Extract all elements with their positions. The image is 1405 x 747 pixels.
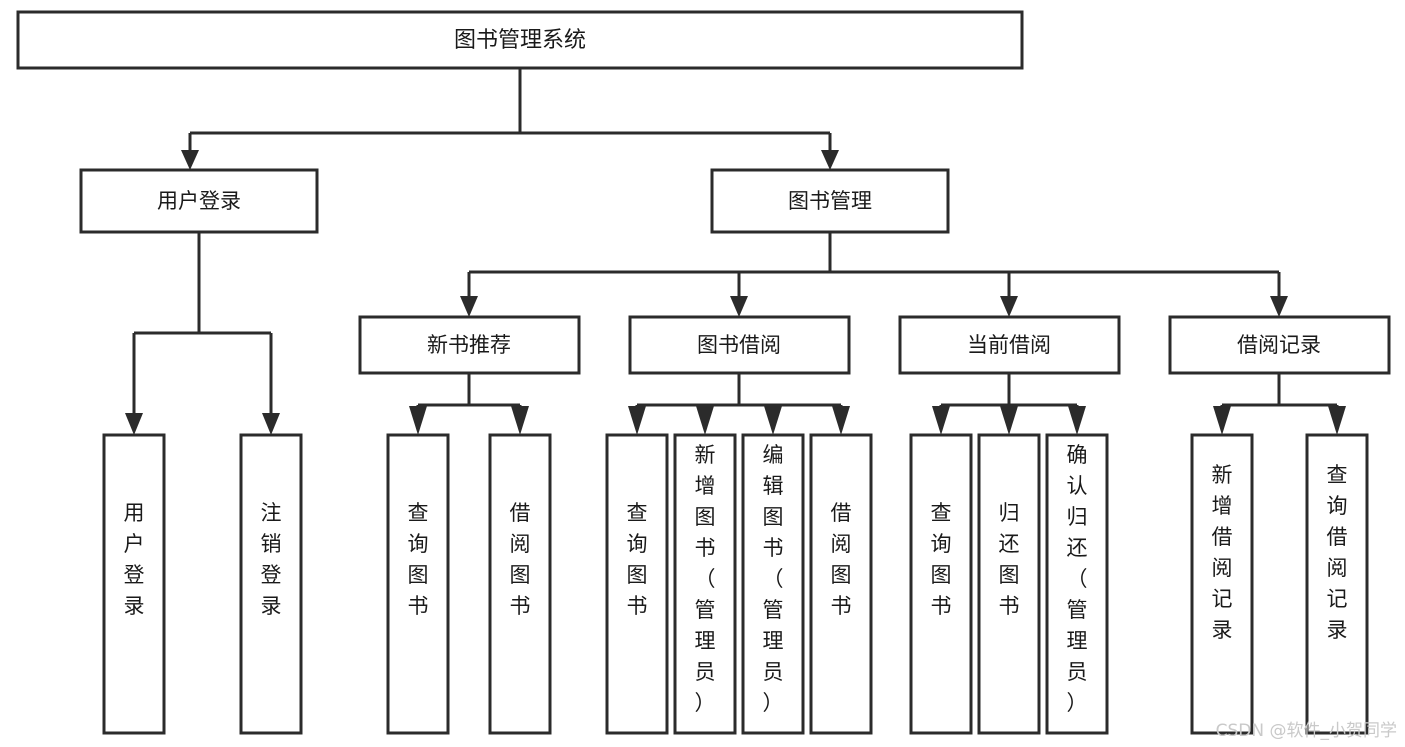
arrowhead-book-manage xyxy=(821,150,839,170)
node-leaf-edit-book-box[interactable] xyxy=(741,433,805,735)
node-leaf-add-book-label: 新增图书（管理员） xyxy=(695,443,716,715)
node-book-manage-label: 图书管理 xyxy=(788,189,872,213)
arrowhead-leaf-user-login xyxy=(125,413,143,435)
node-user-login-box[interactable] xyxy=(79,168,319,234)
node-root-label: 图书管理系统 xyxy=(454,28,586,53)
arrowhead-leaf-query-book-1 xyxy=(409,406,427,435)
node-book-manage[interactable]: 图书管理 xyxy=(710,168,950,234)
arrowhead-leaf-return-book xyxy=(1000,406,1018,435)
node-book-borrow[interactable]: 图书借阅 xyxy=(628,315,851,375)
node-book-manage-box[interactable] xyxy=(710,168,950,234)
node-new-book-recommend[interactable]: 新书推荐 xyxy=(358,315,581,375)
node-current-borrow[interactable]: 当前借阅 xyxy=(898,315,1121,375)
node-leaf-query-book-3-label: 查询图书 xyxy=(931,501,952,618)
node-leaf-user-logout[interactable]: 注销登录 xyxy=(239,433,303,735)
node-new-book-recommend-box[interactable] xyxy=(358,315,581,375)
node-leaf-user-logout-label: 注销登录 xyxy=(261,501,282,618)
arrowhead-leaf-add-book xyxy=(696,406,714,435)
node-leaf-borrow-book-1-box[interactable] xyxy=(488,433,552,735)
arrowhead-leaf-confirm-return xyxy=(1068,406,1086,435)
node-leaf-confirm-return[interactable]: 确认归还（管理员） xyxy=(1045,433,1109,735)
node-leaf-edit-book-label: 编辑图书（管理员） xyxy=(763,443,784,715)
node-leaf-query-record[interactable]: 查询借阅记录 xyxy=(1305,433,1369,735)
node-root[interactable]: 图书管理系统 xyxy=(16,10,1024,70)
arrowhead-leaf-query-book-3 xyxy=(932,406,950,435)
node-leaf-query-book-1-box[interactable] xyxy=(386,433,450,735)
node-book-borrow-label: 图书借阅 xyxy=(697,333,781,357)
node-leaf-user-login[interactable]: 用户登录 xyxy=(102,433,166,735)
csdn-watermark: CSDN @软件_小贺同学 xyxy=(1215,721,1397,741)
arrowhead-leaf-query-book-2 xyxy=(628,406,646,435)
node-leaf-query-book-1-label: 查询图书 xyxy=(408,501,429,618)
arrowhead-borrow-record xyxy=(1270,296,1288,317)
arrowhead-leaf-borrow-book-2 xyxy=(832,406,850,435)
node-borrow-record-box[interactable] xyxy=(1168,315,1391,375)
node-leaf-confirm-return-box[interactable] xyxy=(1045,433,1109,735)
node-leaf-query-book-2-box[interactable] xyxy=(605,433,669,735)
arrowhead-current-borrow xyxy=(1000,296,1018,317)
node-leaf-add-record[interactable]: 新增借阅记录 xyxy=(1190,433,1254,735)
node-user-login-label: 用户登录 xyxy=(157,189,241,213)
connectors xyxy=(125,68,1346,435)
node-borrow-record[interactable]: 借阅记录 xyxy=(1168,315,1391,375)
node-leaf-borrow-book-2-box[interactable] xyxy=(809,433,873,735)
node-root-box[interactable] xyxy=(16,10,1024,70)
node-current-borrow-label: 当前借阅 xyxy=(967,333,1051,357)
node-leaf-confirm-return-label: 确认归还（管理员） xyxy=(1067,443,1088,715)
node-leaf-return-book[interactable]: 归还图书 xyxy=(977,433,1041,735)
arrowhead-leaf-edit-book xyxy=(764,406,782,435)
node-user-login[interactable]: 用户登录 xyxy=(79,168,319,234)
node-leaf-add-book-box[interactable] xyxy=(673,433,737,735)
node-borrow-record-label: 借阅记录 xyxy=(1237,333,1321,357)
node-leaf-user-login-label: 用户登录 xyxy=(124,501,145,618)
node-leaf-add-book[interactable]: 新增图书（管理员） xyxy=(673,433,737,735)
node-leaf-return-book-box[interactable] xyxy=(977,433,1041,735)
node-book-borrow-box[interactable] xyxy=(628,315,851,375)
node-leaf-query-record-label: 查询借阅记录 xyxy=(1327,463,1348,642)
node-leaf-user-login-box[interactable] xyxy=(102,433,166,735)
node-leaf-query-book-3-box[interactable] xyxy=(909,433,973,735)
node-leaf-return-book-label: 归还图书 xyxy=(999,501,1020,618)
node-leaf-query-book-1[interactable]: 查询图书 xyxy=(386,433,450,735)
node-leaf-query-record-box[interactable] xyxy=(1305,433,1369,735)
arrowhead-new-book-recommend xyxy=(460,296,478,317)
arrowhead-leaf-query-record xyxy=(1328,406,1346,435)
node-new-book-recommend-label: 新书推荐 xyxy=(427,333,511,357)
node-leaf-query-book-2[interactable]: 查询图书 xyxy=(605,433,669,735)
node-leaf-add-record-label: 新增借阅记录 xyxy=(1212,463,1233,642)
node-leaf-borrow-book-2-label: 借阅图书 xyxy=(831,501,852,618)
node-leaf-query-book-3[interactable]: 查询图书 xyxy=(909,433,973,735)
node-leaf-query-book-2-label: 查询图书 xyxy=(627,501,648,618)
node-current-borrow-box[interactable] xyxy=(898,315,1121,375)
node-leaf-add-record-box[interactable] xyxy=(1190,433,1254,735)
arrowhead-book-borrow xyxy=(730,296,748,317)
node-leaf-borrow-book-2[interactable]: 借阅图书 xyxy=(809,433,873,735)
node-leaf-user-logout-box[interactable] xyxy=(239,433,303,735)
arrowhead-leaf-add-record xyxy=(1213,406,1231,435)
arrowhead-leaf-user-logout xyxy=(262,413,280,435)
node-leaf-edit-book[interactable]: 编辑图书（管理员） xyxy=(741,433,805,735)
node-leaf-borrow-book-1[interactable]: 借阅图书 xyxy=(488,433,552,735)
arrowhead-leaf-borrow-book-1 xyxy=(511,406,529,435)
node-leaf-borrow-book-1-label: 借阅图书 xyxy=(510,501,531,618)
arrowhead-user-login xyxy=(181,150,199,170)
